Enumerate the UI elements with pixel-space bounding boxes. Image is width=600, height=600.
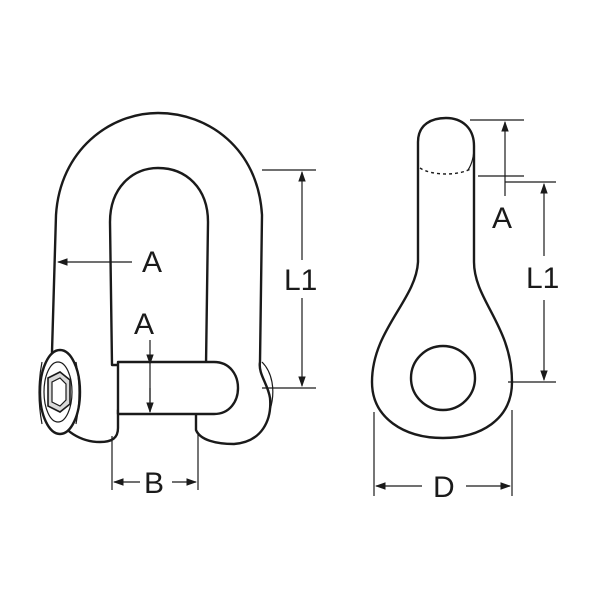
dim-l1-right: L1 [505, 181, 559, 383]
dim-a-outer-label: A [142, 246, 162, 279]
dim-l1-left-label: L1 [284, 264, 317, 297]
dim-b: B [111, 432, 199, 500]
dim-l1-right-label: L1 [526, 262, 559, 295]
dim-a-pin: A [134, 308, 154, 414]
dim-b-label: B [144, 467, 164, 500]
dim-a-pin-label: A [134, 308, 154, 341]
dim-a-outer: A [56, 246, 162, 279]
dim-d: D [373, 410, 513, 504]
dim-l1-left: L1 [262, 169, 317, 389]
shackle-side-view [370, 116, 514, 440]
dim-d-label: D [433, 471, 455, 504]
side-pin-top [417, 117, 475, 147]
dim-a-right: A [470, 119, 524, 235]
shackle-pin [116, 360, 240, 416]
shackle-eye-contour [261, 361, 274, 411]
dim-a-right-label: A [492, 202, 512, 235]
shackle-front-view [38, 111, 274, 446]
pin-head-icon [38, 348, 82, 436]
side-eye-hole [409, 344, 477, 412]
